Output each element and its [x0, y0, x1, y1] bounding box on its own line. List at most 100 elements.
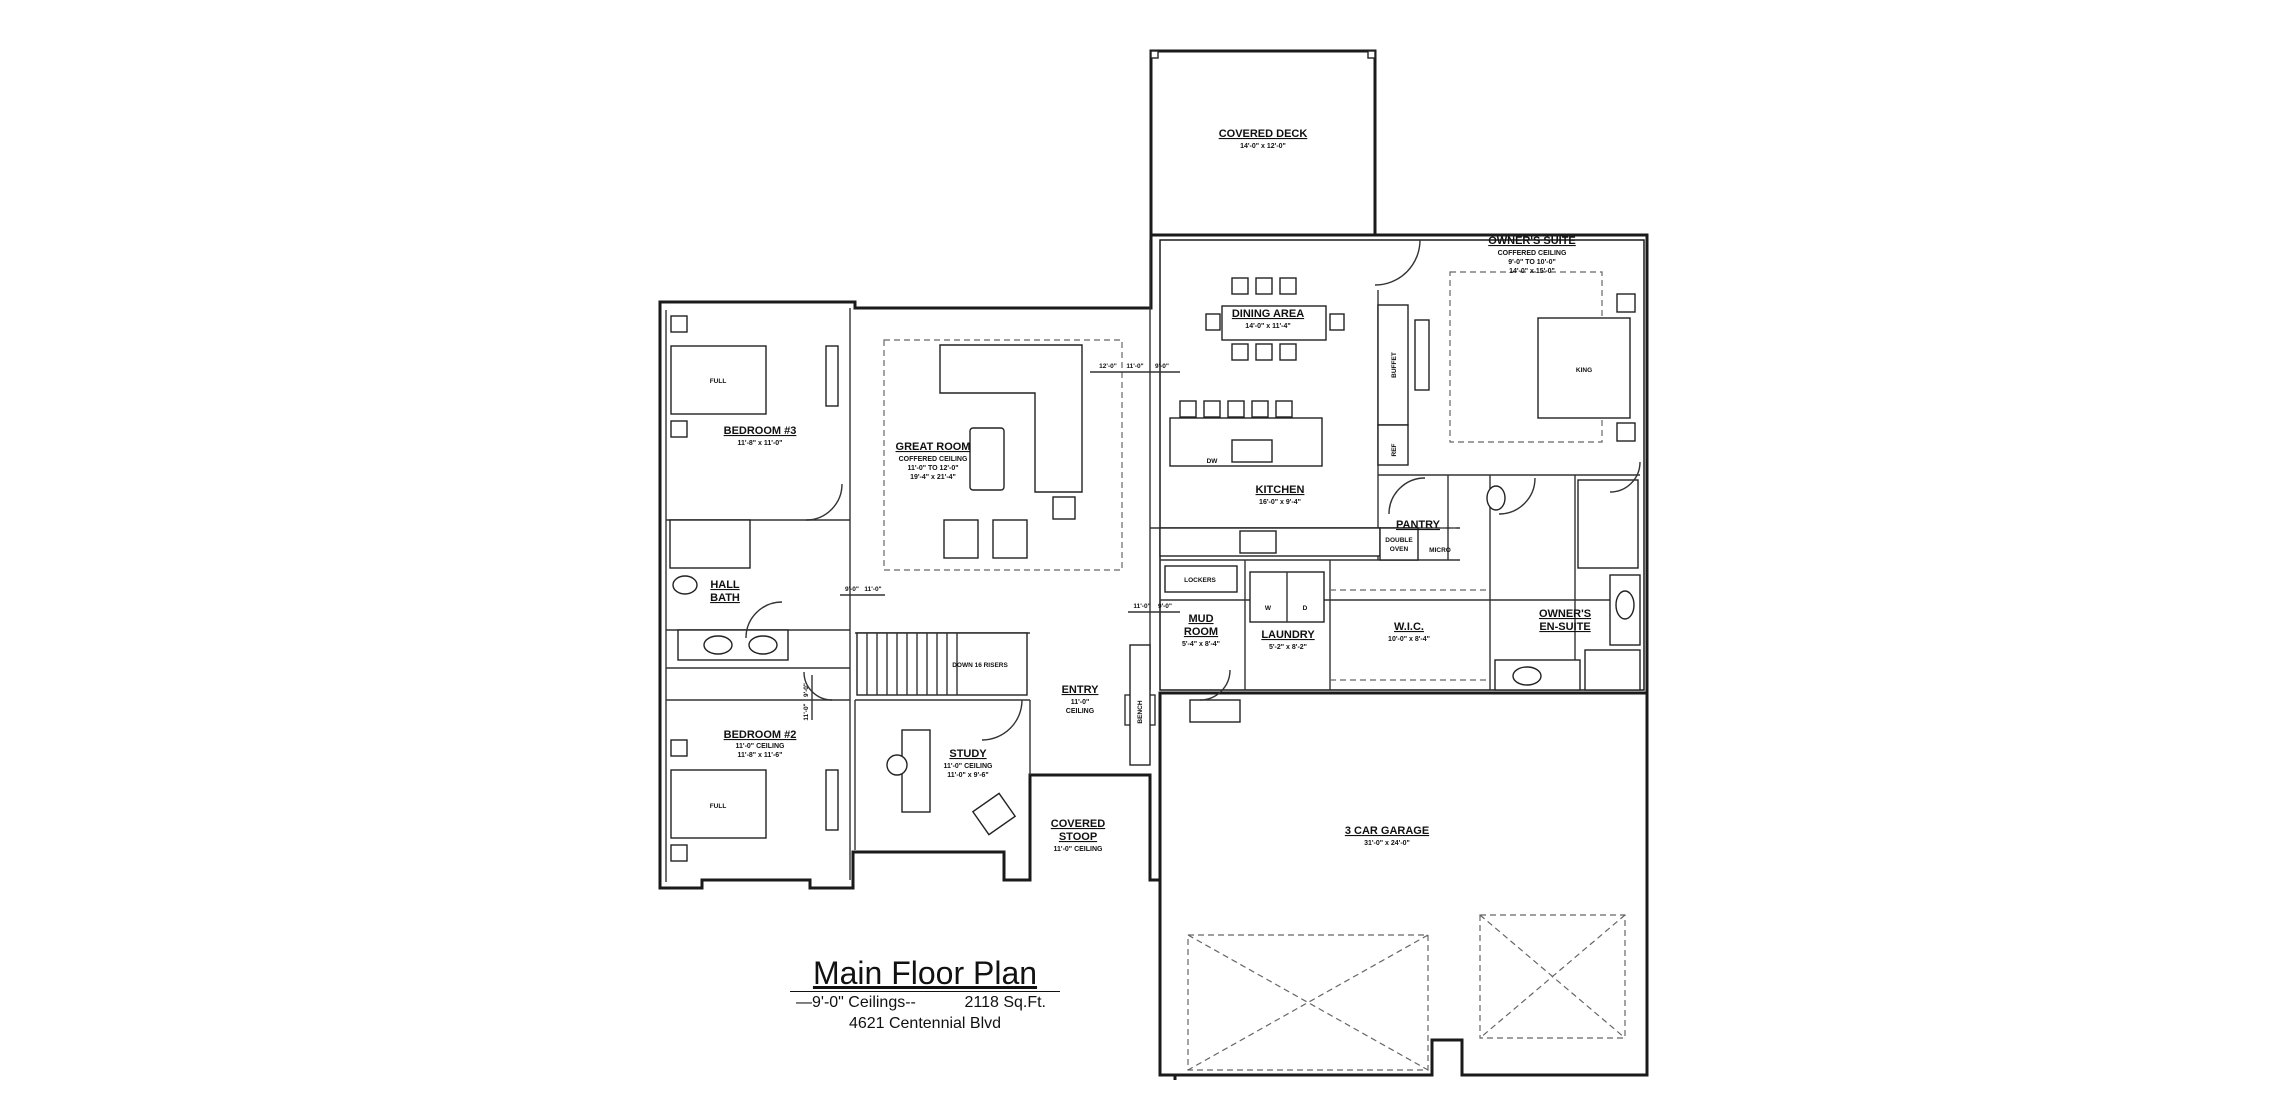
- room-note: COFFERED CEILING: [899, 456, 968, 463]
- title-block: Main Floor Plan —9'-0" Ceilings-- 2118 S…: [790, 955, 1060, 1033]
- room-note: 11'-0" CEILING: [736, 743, 785, 750]
- coffee-table-icon: [969, 427, 1005, 491]
- ceiling-mark: 11'-0": [1126, 363, 1143, 370]
- door-swing: [745, 601, 783, 639]
- room-dims: 11'-8" x 11'-6": [738, 752, 783, 759]
- room-name: GREAT ROOM: [896, 441, 971, 453]
- ceiling-marks: 12'-0" 11'-0" 9'-0" 9'-0" 11'-0" 11'-0" …: [803, 363, 1180, 721]
- dishwasher-label: DW: [1207, 458, 1219, 465]
- room-name: BEDROOM #3: [724, 425, 797, 437]
- room-note: CEILING: [1066, 708, 1095, 715]
- room-dims: 31'-0" x 24'-0": [1364, 840, 1410, 847]
- room-dims: 5'-4" x 8'-4": [1182, 641, 1220, 648]
- furniture: [669, 277, 1641, 862]
- room-name: COVERED DECK: [1219, 128, 1308, 140]
- ceiling-mark: 9'-0": [1155, 363, 1169, 370]
- sink-icon: [1512, 666, 1542, 686]
- bathtub-icon: [669, 519, 751, 569]
- shower-icon: [1577, 479, 1639, 569]
- refrigerator-icon: [1377, 424, 1409, 466]
- double-oven-label: DOUBLE: [1385, 537, 1413, 544]
- sofa-icon: [939, 344, 1083, 493]
- micro-label: MICRO: [1429, 547, 1451, 554]
- room-name: DINING AREA: [1232, 308, 1304, 320]
- buffet-icon: [1377, 304, 1409, 426]
- room-note: 11'-0" TO 12'-0": [907, 465, 958, 472]
- exterior-walls: [658, 49, 1649, 1080]
- room-name: PANTRY: [1396, 519, 1441, 531]
- door-swing: [1609, 461, 1641, 493]
- room-note: 9'-0" TO 10'-0": [1508, 259, 1556, 266]
- room-name: COVERED: [1051, 818, 1105, 830]
- room-note: 11'-0": [1071, 699, 1090, 706]
- buffet-label: BUFFET: [1391, 352, 1398, 378]
- ceiling-mark: 11'-0": [1133, 603, 1150, 610]
- room-name: ENTRY: [1062, 684, 1100, 696]
- lockers-label: LOCKERS: [1184, 577, 1216, 584]
- tub-icon: [1584, 649, 1641, 691]
- dryer-label: D: [1303, 605, 1308, 612]
- room-name: STOOP: [1059, 831, 1097, 843]
- room-name: BEDROOM #2: [724, 729, 797, 741]
- room-name: MUD: [1188, 613, 1213, 625]
- room-dims: 11'-8" x 11'-0": [738, 440, 783, 447]
- room-name: STUDY: [949, 748, 987, 760]
- room-note: 11'-0" CEILING: [944, 763, 993, 770]
- ceiling-mark: 9'-0": [1158, 603, 1172, 610]
- room-name: HALL: [710, 579, 740, 591]
- sink-icon: [703, 635, 733, 655]
- door-swing: [1388, 477, 1426, 515]
- toilet-icon: [1486, 485, 1506, 511]
- room-labels: COVERED DECK 14'-0" x 12'-0" DINING AREA…: [710, 128, 1591, 853]
- room-dims: 14'-0" x 11'-4": [1245, 323, 1290, 330]
- room-name: KITCHEN: [1256, 484, 1305, 496]
- room-name: 3 CAR GARAGE: [1345, 825, 1429, 837]
- bed-label: KING: [1576, 367, 1592, 374]
- room-dims: 14'-0" x 12'-0": [1240, 143, 1286, 150]
- room-dims: 19'-4" x 21'-4": [910, 474, 956, 481]
- bench-icon: [1129, 644, 1151, 766]
- square-footage: 2118 Sq.Ft.: [964, 994, 1046, 1011]
- ceiling-mark: 12'-0": [1099, 363, 1117, 370]
- room-name: LAUNDRY: [1261, 629, 1315, 641]
- double-oven-label: OVEN: [1390, 546, 1409, 553]
- ceiling-mark: 11'-0": [864, 586, 881, 593]
- sink-icon: [1615, 590, 1635, 620]
- room-note: COFFERED CEILING: [1498, 250, 1567, 257]
- room-name: OWNER'S: [1539, 608, 1591, 620]
- door-swing: [805, 483, 843, 521]
- room-name: ROOM: [1184, 626, 1218, 638]
- bench-label: BENCH: [1137, 700, 1144, 723]
- bed-icon: [670, 345, 767, 415]
- ceiling-height: —9'-0" Ceilings--: [796, 994, 916, 1011]
- room-dims: 16'-0" x 9'-4": [1259, 499, 1301, 506]
- plan-title: Main Floor Plan: [812, 955, 1038, 991]
- stairs-label: DOWN 16 RISERS: [952, 662, 1008, 669]
- plan-subtitle-row: —9'-0" Ceilings-- 2118 Sq.Ft.: [790, 991, 1060, 1012]
- ceiling-mark: 11'-0": [803, 703, 810, 720]
- room-name: OWNER'S SUITE: [1488, 235, 1576, 247]
- door-swing: [1498, 477, 1536, 515]
- washer-label: W: [1265, 605, 1272, 612]
- oven-icon: [1379, 527, 1419, 561]
- ref-label: REF: [1391, 443, 1398, 456]
- room-note: 11'-0" CEILING: [1054, 846, 1103, 853]
- room-dims: 14'-0" x 15'-0": [1509, 268, 1555, 275]
- stairs-icon: [856, 632, 1028, 696]
- plan-address: 4621 Centennial Blvd: [848, 1015, 1002, 1032]
- desk-icon: [901, 729, 931, 813]
- room-name: W.I.C.: [1394, 621, 1424, 633]
- ceiling-mark: 9'-0": [803, 683, 810, 697]
- room-dims: 11'-0" x 9'-6": [947, 772, 989, 779]
- doors: [745, 239, 1641, 741]
- room-dims: 5'-2" x 8'-2": [1269, 644, 1307, 651]
- bed-icon: [670, 769, 767, 839]
- sink-icon: [748, 635, 778, 655]
- interior-walls: [665, 240, 1640, 882]
- room-name: EN-SUITE: [1539, 621, 1590, 633]
- room-name: BATH: [710, 592, 740, 604]
- bed-icon: [1537, 317, 1631, 419]
- door-swing: [981, 699, 1023, 741]
- lockers-icon: [1164, 565, 1238, 593]
